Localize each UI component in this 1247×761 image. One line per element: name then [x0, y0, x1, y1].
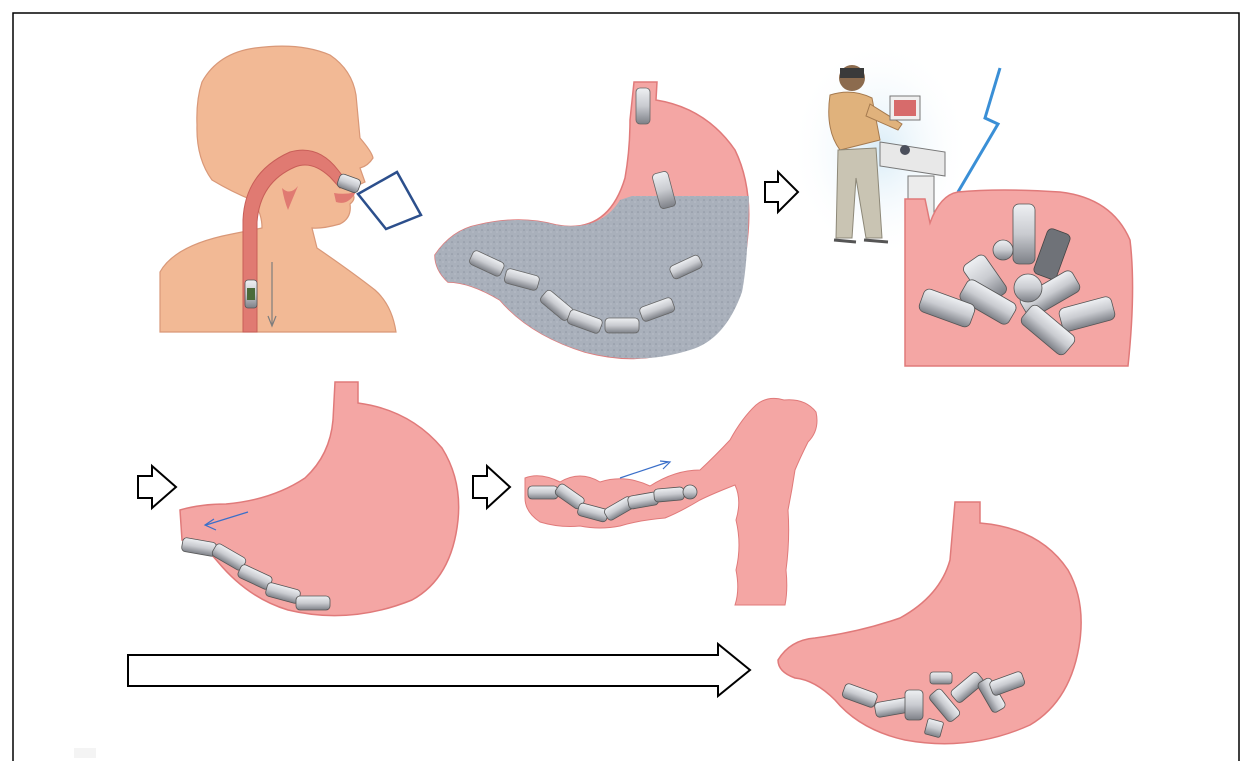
- stomach-liquid-panel: [435, 82, 749, 359]
- head-silhouette: [160, 46, 396, 332]
- step-arrow-3: [473, 466, 510, 508]
- stomach-final-panel: [778, 502, 1081, 744]
- water-cup-icon: [358, 172, 421, 229]
- corner-mark: [74, 748, 96, 758]
- person-swallowing-panel: [160, 46, 421, 332]
- stomach-shape-2: [180, 382, 459, 616]
- stomach-shape-3: [778, 502, 1081, 744]
- intestine-transit-panel: [525, 398, 817, 605]
- long-arrow: [128, 644, 750, 696]
- liquid-fill: [435, 196, 749, 359]
- assembled-robot-panel: [905, 190, 1133, 366]
- floating-module: [636, 88, 650, 124]
- stomach-exit-panel: [180, 382, 459, 616]
- step-arrow-2: [138, 466, 176, 508]
- right-arrow-icon: [620, 461, 670, 478]
- capsule-in-esophagus: [245, 280, 257, 308]
